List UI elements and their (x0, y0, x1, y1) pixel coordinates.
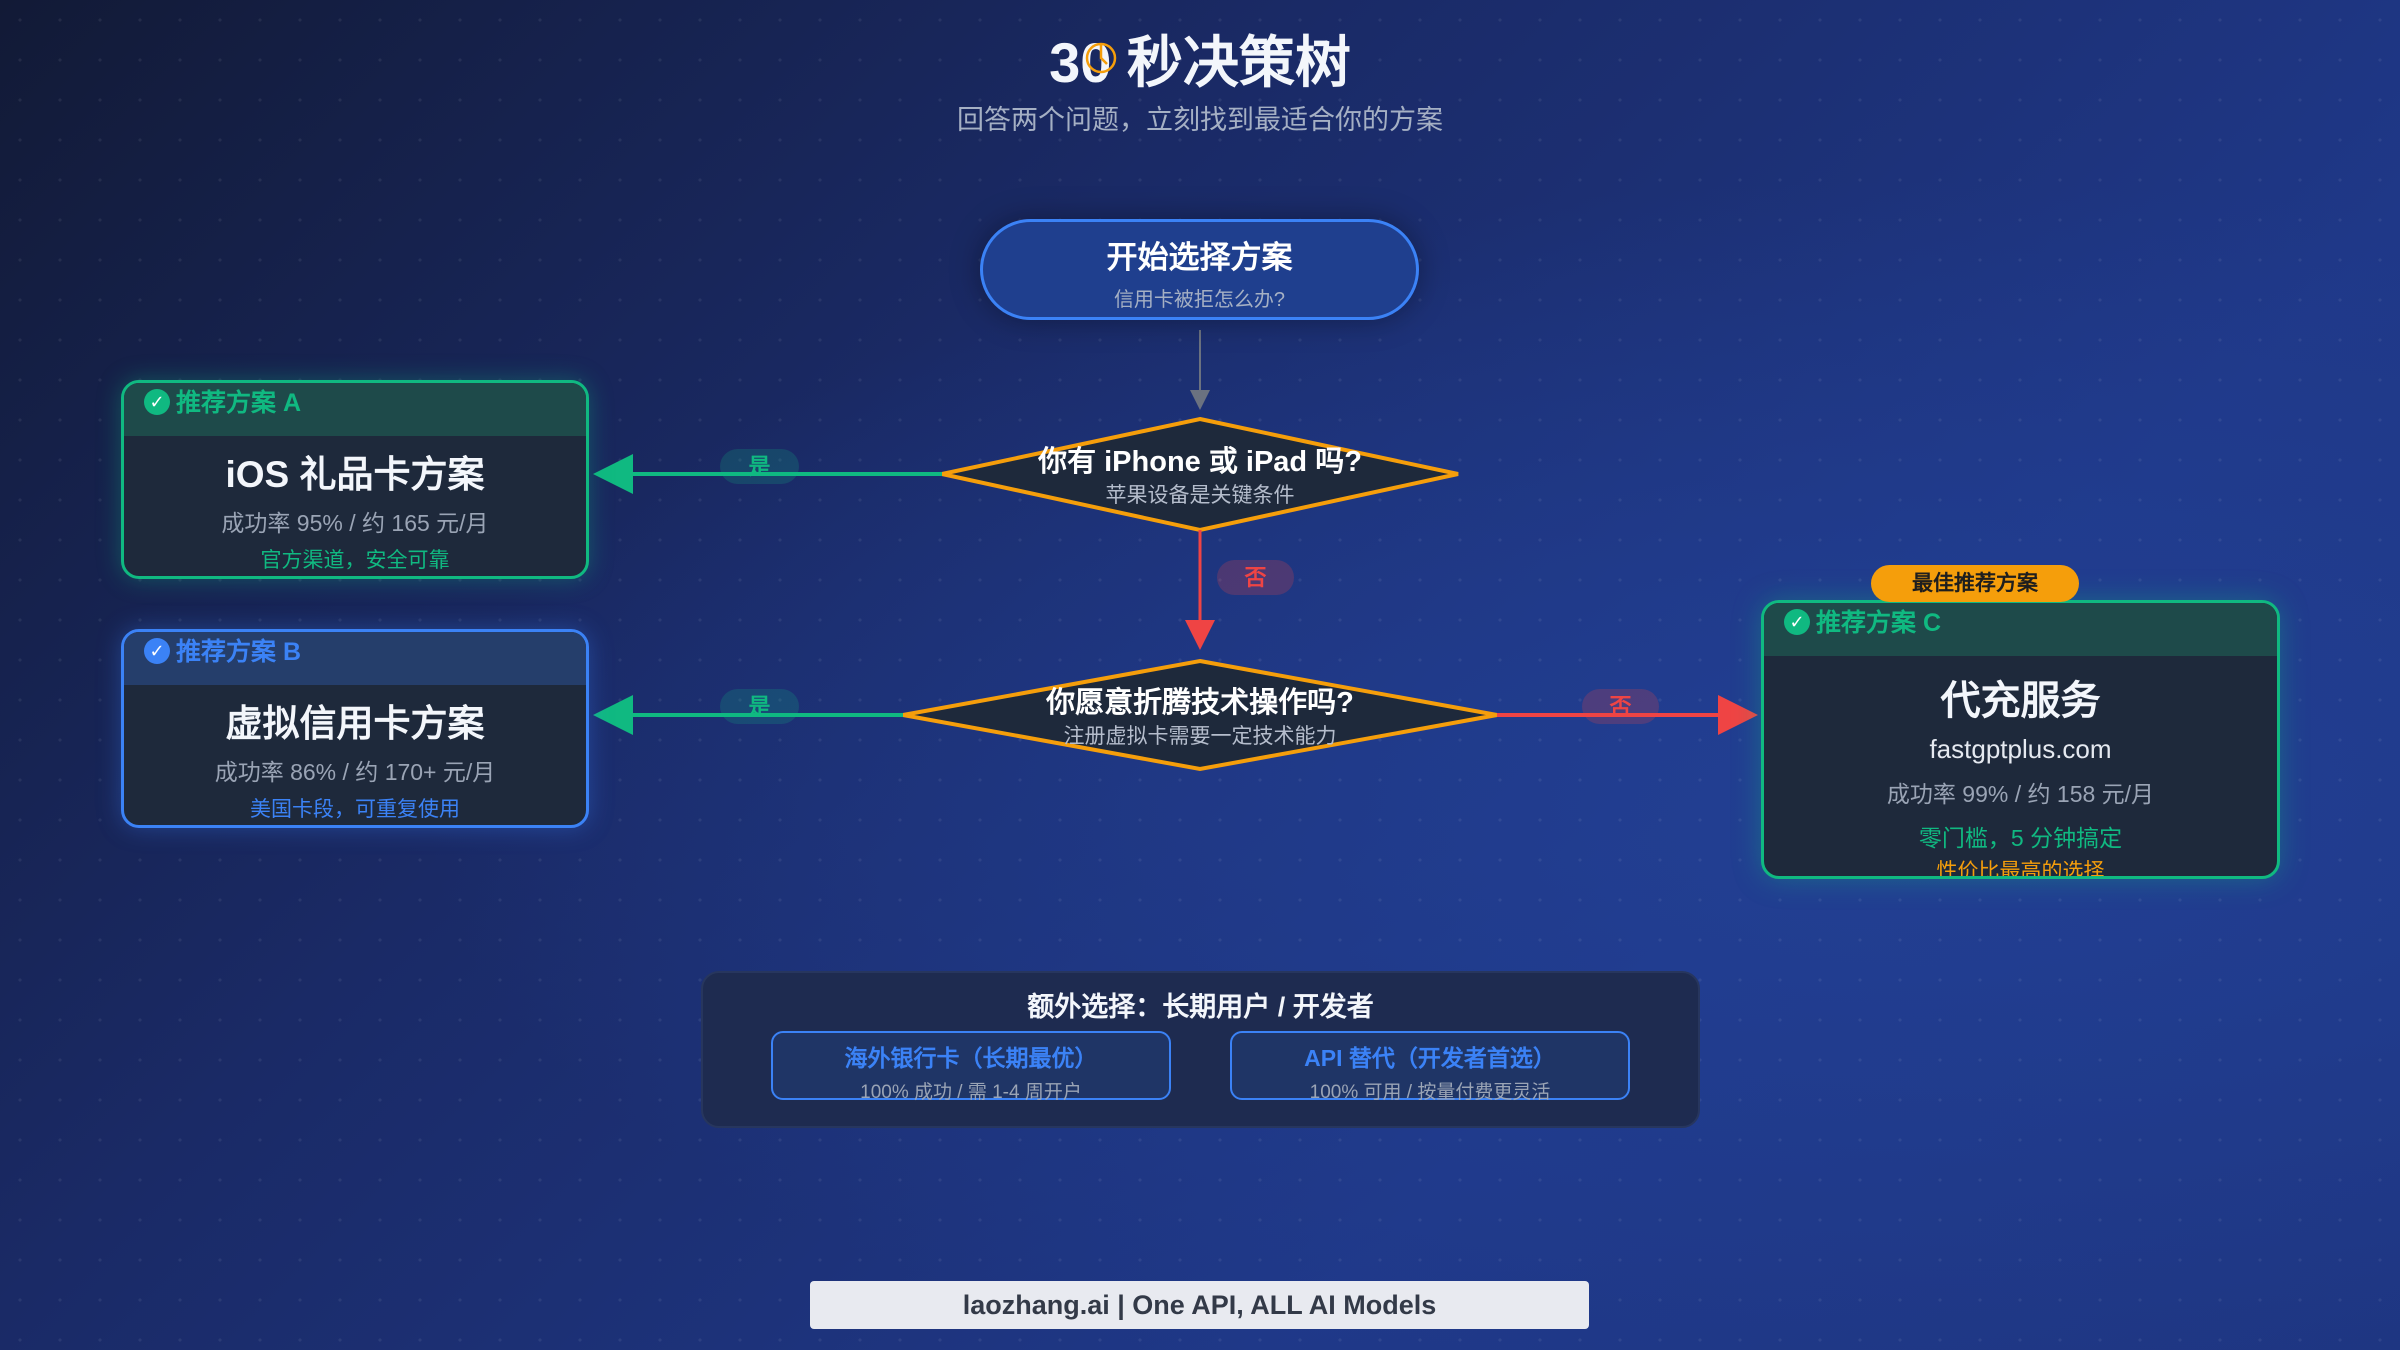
extra-heading: 额外选择：长期用户 / 开发者 (1027, 992, 1374, 1022)
start-title: 开始选择方案 (1106, 240, 1293, 275)
plan-a-tag: 推荐方案 A (176, 389, 302, 417)
clock-icon (1085, 42, 1117, 74)
plan-c-tag: 推荐方案 C (1816, 609, 1942, 637)
plan-c-stats: 成功率 99% / 约 158 元/月 (1886, 781, 2155, 807)
plan-a-title: iOS 礼品卡方案 (225, 454, 485, 495)
check-circle-icon: ✓ (144, 389, 170, 415)
option-2-title: API 替代（开发者首选） (1304, 1045, 1556, 1071)
question-2: 你愿意折腾技术操作吗? (1046, 687, 1354, 719)
plan-c-card: ✓推荐方案 C 代充服务 fastgptplus.com 成功率 99% / 约… (1761, 600, 2280, 879)
plan-b-title: 虚拟信用卡方案 (225, 703, 485, 744)
plan-a-card: ✓推荐方案 A iOS 礼品卡方案 成功率 95% / 约 165 元/月 官方… (121, 380, 589, 579)
decision-diamond-2 (902, 658, 1498, 772)
start-subtitle: 信用卡被拒怎么办? (1113, 289, 1286, 311)
plan-b-stats: 成功率 86% / 约 170+ 元/月 (214, 759, 496, 785)
best-plan-badge: 最佳推荐方案 (1871, 565, 2079, 602)
plan-a-note: 官方渠道，安全可靠 (260, 549, 450, 572)
no-label-1: 否 (1217, 560, 1294, 595)
yes-label-2: 是 (720, 689, 799, 724)
extra-options-panel: 额外选择：长期用户 / 开发者 海外银行卡（长期最优） 100% 成功 / 需 … (701, 971, 1700, 1128)
option-1-title: 海外银行卡（长期最优） (844, 1045, 1098, 1071)
question-1-hint: 苹果设备是关键条件 (1105, 484, 1295, 507)
plan-c-note: 零门槛，5 分钟搞定 (1918, 825, 2123, 851)
start-node: 开始选择方案 信用卡被拒怎么办? (980, 219, 1419, 320)
plan-b-tag: 推荐方案 B (176, 638, 302, 666)
no-label-2: 否 (1582, 689, 1659, 724)
footer-banner: laozhang.ai | One API, ALL AI Models (810, 1281, 1589, 1329)
option-2-detail: 100% 可用 / 按量付费更灵活 (1309, 1082, 1551, 1103)
option-overseas-bank-card[interactable]: 海外银行卡（长期最优） 100% 成功 / 需 1-4 周开户 (771, 1031, 1171, 1103)
option-1-detail: 100% 成功 / 需 1-4 周开户 (860, 1082, 1082, 1103)
question-1: 你有 iPhone 或 iPad 吗? (1038, 446, 1362, 478)
check-circle-icon: ✓ (1784, 609, 1810, 635)
check-circle-icon: ✓ (144, 638, 170, 664)
plan-c-title: 代充服务 (1940, 679, 2101, 723)
plan-b-note: 美国卡段，可重复使用 (250, 798, 460, 821)
yes-label-1: 是 (720, 449, 799, 484)
question-2-hint: 注册虚拟卡需要一定技术能力 (1063, 725, 1337, 748)
title-text: 30 秒决策树 (1049, 31, 1351, 94)
plan-c-note2: 性价比最高的选择 (1936, 860, 2105, 879)
option-api-alternative[interactable]: API 替代（开发者首选） 100% 可用 / 按量付费更灵活 (1230, 1031, 1630, 1103)
page-title: 30 秒决策树 (0, 18, 2400, 99)
plan-b-card: ✓推荐方案 B 虚拟信用卡方案 成功率 86% / 约 170+ 元/月 美国卡… (121, 629, 589, 828)
plan-a-stats: 成功率 95% / 约 165 元/月 (221, 510, 489, 536)
page-subtitle: 回答两个问题，立刻找到最适合你的方案 (957, 105, 1443, 135)
plan-c-url: fastgptplus.com (1929, 734, 2112, 764)
